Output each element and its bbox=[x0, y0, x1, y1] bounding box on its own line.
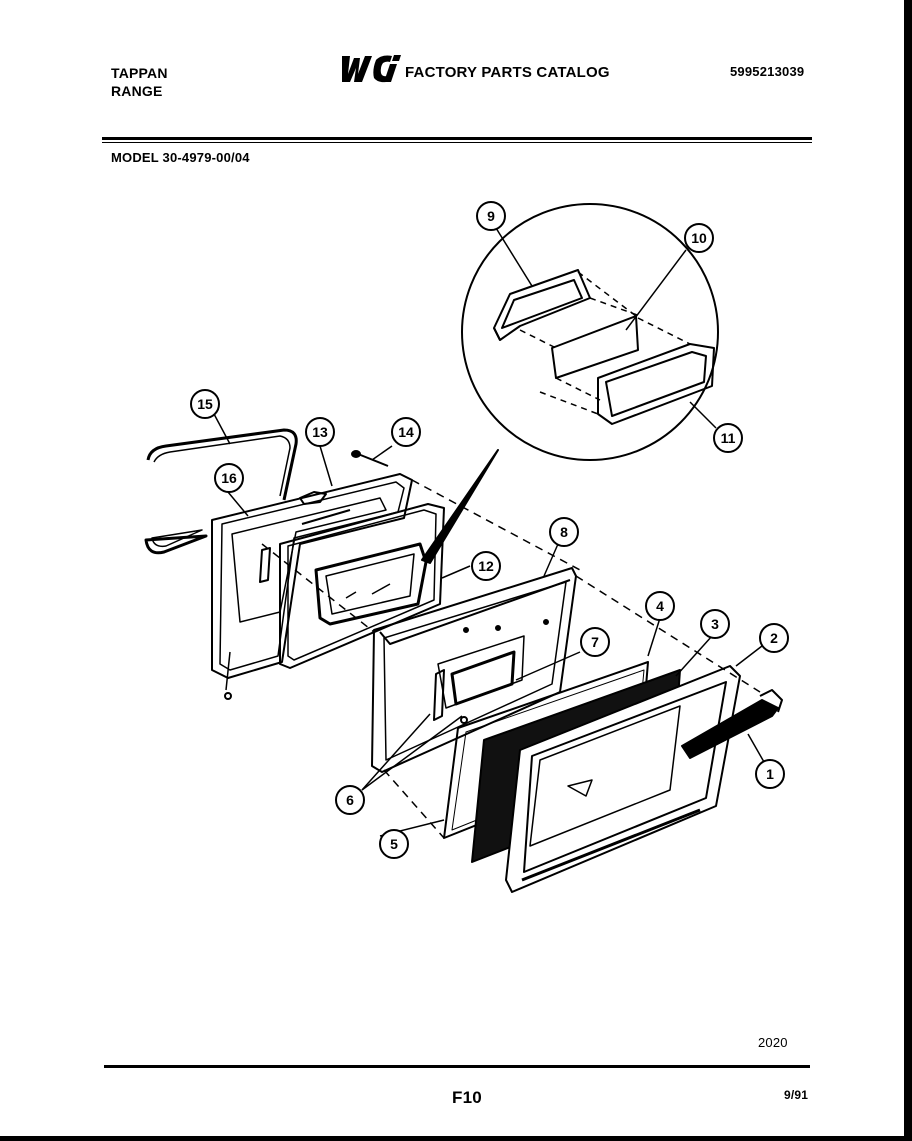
callout-8-label: 8 bbox=[560, 524, 568, 540]
brand-line-1: TAPPAN bbox=[111, 65, 168, 81]
callout-14: 14 bbox=[391, 417, 421, 447]
callout-2: 2 bbox=[759, 623, 789, 653]
callout-14-label: 14 bbox=[398, 424, 414, 440]
detail-pointer bbox=[421, 449, 499, 564]
catalog-title: FACTORY PARTS CATALOG bbox=[405, 64, 610, 81]
callout-13: 13 bbox=[305, 417, 335, 447]
callout-4-label: 4 bbox=[656, 598, 664, 614]
callout-2-label: 2 bbox=[770, 630, 778, 646]
callout-15-label: 15 bbox=[197, 396, 213, 412]
callout-10: 10 bbox=[684, 223, 714, 253]
callout-16-label: 16 bbox=[221, 470, 237, 486]
callout-5: 5 bbox=[379, 829, 409, 859]
part-11-window-frame bbox=[597, 343, 715, 425]
part-9-window-frame bbox=[493, 269, 591, 341]
callout-4: 4 bbox=[645, 591, 675, 621]
callout-16: 16 bbox=[214, 463, 244, 493]
brand-line-2: RANGE bbox=[111, 83, 163, 99]
part-12-door-window-frame bbox=[279, 503, 445, 669]
callout-9: 9 bbox=[476, 201, 506, 231]
scan-border-right bbox=[904, 0, 912, 1141]
callout-15: 15 bbox=[190, 389, 220, 419]
catalog-number: 5995213039 bbox=[730, 64, 805, 79]
callout-6: 6 bbox=[335, 785, 365, 815]
callout-5-label: 5 bbox=[390, 836, 398, 852]
header-rule bbox=[102, 137, 812, 140]
callout-13-label: 13 bbox=[312, 424, 328, 440]
callout-10-label: 10 bbox=[691, 230, 707, 246]
scan-border-bottom bbox=[0, 1136, 912, 1141]
part-1-door-handle bbox=[681, 689, 783, 759]
part-2-outer-door-frame bbox=[505, 665, 741, 893]
callout-1-label: 1 bbox=[766, 766, 774, 782]
callout-7: 7 bbox=[580, 627, 610, 657]
part-10-glass-panel bbox=[551, 315, 639, 379]
page-id: F10 bbox=[452, 1088, 482, 1107]
header-rule-thin bbox=[102, 142, 812, 143]
callout-12: 12 bbox=[471, 551, 501, 581]
callout-3-label: 3 bbox=[711, 616, 719, 632]
callout-3: 3 bbox=[700, 609, 730, 639]
wci-logo bbox=[342, 55, 401, 83]
detail-magnifier-circle bbox=[461, 203, 719, 461]
callout-11-label: 11 bbox=[721, 430, 736, 446]
callout-7-label: 7 bbox=[591, 634, 599, 650]
diagram-code: 2020 bbox=[758, 1035, 788, 1050]
callout-12-label: 12 bbox=[478, 558, 494, 574]
catalog-date: 9/91 bbox=[784, 1088, 809, 1102]
model-number: MODEL 30-4979-00/04 bbox=[111, 150, 250, 165]
callout-1: 1 bbox=[755, 759, 785, 789]
callouts: 1 2 3 4 5 6 7 8 9 10 11 12 13 14 15 16 bbox=[190, 201, 789, 859]
callout-6-label: 6 bbox=[346, 792, 354, 808]
callout-8: 8 bbox=[549, 517, 579, 547]
part-15-door-gasket bbox=[144, 428, 298, 555]
footer-rule bbox=[104, 1065, 810, 1068]
brand-block: TAPPAN RANGE bbox=[111, 64, 168, 100]
callout-9-label: 9 bbox=[487, 208, 495, 224]
callout-11: 11 bbox=[713, 423, 743, 453]
